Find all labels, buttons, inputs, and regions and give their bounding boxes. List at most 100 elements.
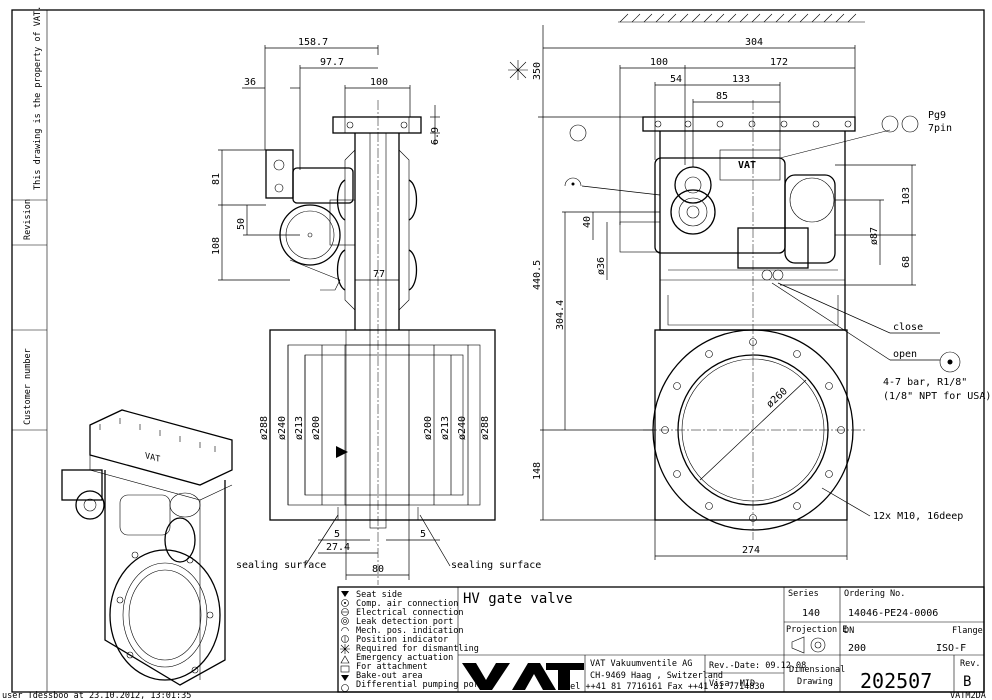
dn-label: DN [844, 626, 854, 636]
open-label: open [893, 349, 917, 360]
7pin-label: 7pin [928, 123, 952, 134]
legend-4: Mech. pos. indication [356, 626, 463, 636]
iso-logo: VAT [145, 451, 160, 465]
company-address: CH-9469 Haag , Switzerland [590, 671, 723, 681]
bore-right-240: ø240 [457, 416, 468, 440]
dim-148: 148 [532, 462, 543, 480]
air-pressure-line2: (1/8" NPT for USA) [883, 391, 991, 402]
dismantling-icon [340, 644, 350, 654]
close-label: close [893, 322, 923, 333]
seat-side-marker [336, 446, 348, 458]
dim-5-right: 5 [420, 529, 426, 540]
visa: Visa: MID [709, 679, 755, 689]
dim-100-front: 100 [650, 57, 668, 68]
rev-value: B [963, 674, 971, 690]
flange-value: ISO-F [936, 643, 966, 654]
leak-port-icon [341, 617, 349, 625]
series-value: 140 [802, 608, 820, 619]
legend-2: Electrical connection [356, 608, 463, 618]
dim-158-7: 158.7 [298, 37, 328, 48]
air-connection-symbol [939, 351, 961, 373]
dim-54: 54 [670, 74, 682, 85]
bore-left-213: ø213 [294, 416, 305, 440]
ordering-number: 14046-PE24-0006 [848, 608, 938, 619]
property-note: This drawing is the property of VAT. [33, 6, 43, 190]
dim-36: 36 [244, 77, 256, 88]
revision-label: Revision [23, 199, 33, 240]
isometric-view: VAT [61, 409, 233, 686]
dim-304-4: 304.4 [555, 300, 566, 330]
front-dimensions: 304 100 172 54 133 85 350 440.5 304.4 14… [508, 25, 991, 560]
dim-27-4: 27.4 [326, 542, 350, 553]
mech-indication-symbol [564, 177, 582, 187]
sealing-surface-left: sealing surface [236, 560, 326, 571]
dim-50: 50 [236, 218, 247, 230]
emergency-icon [340, 655, 350, 664]
bore-left-240: ø240 [277, 416, 288, 440]
bore-right-288: ø288 [480, 416, 491, 440]
legend-0: Seat side [356, 590, 402, 600]
dim-350: 350 [532, 62, 543, 80]
legend-6: Required for dismantling [356, 644, 479, 654]
footer-user: user Tdessboo at 23.10.2012, 13:01:35 [2, 691, 191, 700]
rev-date: Rev.-Date: 09.12.08 [709, 661, 806, 671]
company-phone: Tel ++41 81 7716161 Fax ++41 81 7714830 [565, 682, 765, 692]
bore-right-200: ø200 [423, 416, 434, 440]
actuator-logo: VAT [738, 160, 756, 171]
projection-label: Projection E [786, 625, 847, 635]
air-pressure-line1: 4-7 bar, R1/8" [883, 377, 967, 388]
dim-172: 172 [770, 57, 788, 68]
dim-85: 85 [716, 91, 728, 102]
dismantling-symbol [508, 60, 528, 80]
dim-103: 103 [901, 187, 912, 205]
dimensional-label: Dimensional [789, 665, 845, 675]
ground-hatch [618, 13, 865, 23]
front-view: VAT ø260 [564, 100, 891, 540]
attachment-icon [340, 665, 350, 673]
dn-value: 200 [848, 643, 866, 654]
dim-80: 80 [372, 564, 384, 575]
pg9-label: Pg9 [928, 110, 946, 121]
footer-code: VATM2DA [950, 691, 986, 700]
leak-port-symbol [569, 124, 587, 142]
legend-1: Comp. air connection [356, 599, 458, 609]
electrical-icon [341, 608, 349, 616]
company-name: VAT Vakuumventile AG [590, 659, 692, 669]
dim-81: 81 [211, 173, 222, 185]
position-indicator-icon [341, 635, 349, 643]
sealing-surface-right: sealing surface [451, 560, 541, 571]
legend-5: Position indicator [356, 635, 448, 645]
dim-440-5: 440.5 [532, 260, 543, 290]
dim-100: 100 [370, 77, 388, 88]
air-connection-icon [341, 599, 349, 607]
drawing-title: HV gate valve [463, 591, 573, 607]
legend: Seat side Comp. air connection Electrica… [340, 590, 484, 692]
dim-274: 274 [742, 545, 760, 556]
dim-304: 304 [745, 37, 763, 48]
legend-7: Emergency actuation [356, 653, 453, 663]
dim-5-left: 5 [334, 529, 340, 540]
drawing-frame [11, 9, 985, 693]
legend-8: For attachment [356, 662, 428, 672]
dim-87: ø87 [869, 227, 880, 245]
vat-logo [462, 663, 584, 690]
rev-label: Rev. [960, 659, 980, 669]
side-dimensions: 158.7 97.7 100 36 6.9 81 108 50 77 ø288 … [211, 37, 541, 580]
dim-133: 133 [732, 74, 750, 85]
dim-68: 68 [901, 256, 912, 268]
dim-77: 77 [373, 269, 385, 280]
projection-icon [791, 636, 826, 654]
bakeout-icon [341, 675, 349, 681]
customer-number-label: Customer number [23, 348, 33, 425]
legend-10: Differential pumping port [356, 680, 484, 690]
dim-40: 40 [582, 216, 593, 228]
drawing-label: Drawing [797, 677, 833, 687]
dim-6-9: 6.9 [430, 127, 441, 145]
legend-3: Leak detection port [356, 617, 453, 627]
dim-97-7: 97.7 [320, 57, 344, 68]
drawing-number: 202507 [860, 669, 932, 693]
dim-108: 108 [211, 237, 222, 255]
diff-pumping-icon [341, 684, 349, 692]
seat-side-icon [341, 591, 349, 597]
